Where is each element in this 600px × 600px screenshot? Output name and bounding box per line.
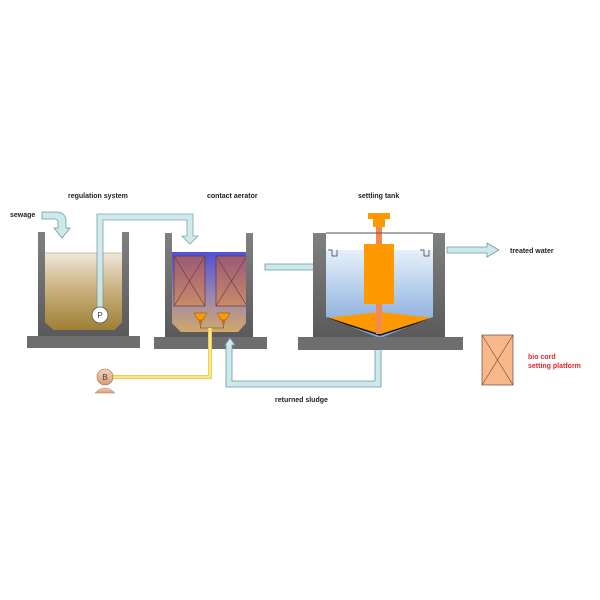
returned-sludge-label: returned sludge (275, 397, 328, 404)
center-feed-well (364, 213, 394, 334)
sewage-label: sewage (10, 212, 35, 219)
blower-icon (96, 368, 114, 386)
blower: B (94, 368, 116, 394)
svg-text:B: B (102, 373, 107, 382)
treated-water-label: treated water (510, 248, 554, 255)
treated-water-outlet (446, 242, 500, 258)
contact-aerator-label: contact aerator (207, 193, 258, 200)
sewage-liquid (45, 253, 122, 330)
pump-icon (91, 306, 109, 324)
air-supply-pipe (110, 328, 212, 379)
regulation-tank (27, 232, 140, 348)
bio-cord-setting-platform-legend (481, 334, 514, 386)
settling-tank-label: settling tank (358, 193, 399, 200)
svg-text:P: P (97, 311, 102, 320)
returned-sludge-pipe (224, 337, 382, 388)
regulation-pump: P (91, 306, 109, 324)
setting-platform-label: setting platform (528, 363, 581, 370)
contact-aerator-tank (154, 233, 267, 349)
bio-cord-label: bio cord (528, 354, 556, 361)
transfer-pipe (96, 213, 199, 311)
drive-motor (368, 213, 390, 219)
bio-media-blocks (173, 255, 248, 307)
regulation-system-label: regulation system (68, 193, 128, 200)
sewage-inlet-arrow (41, 211, 71, 239)
settling-tank (298, 213, 463, 350)
